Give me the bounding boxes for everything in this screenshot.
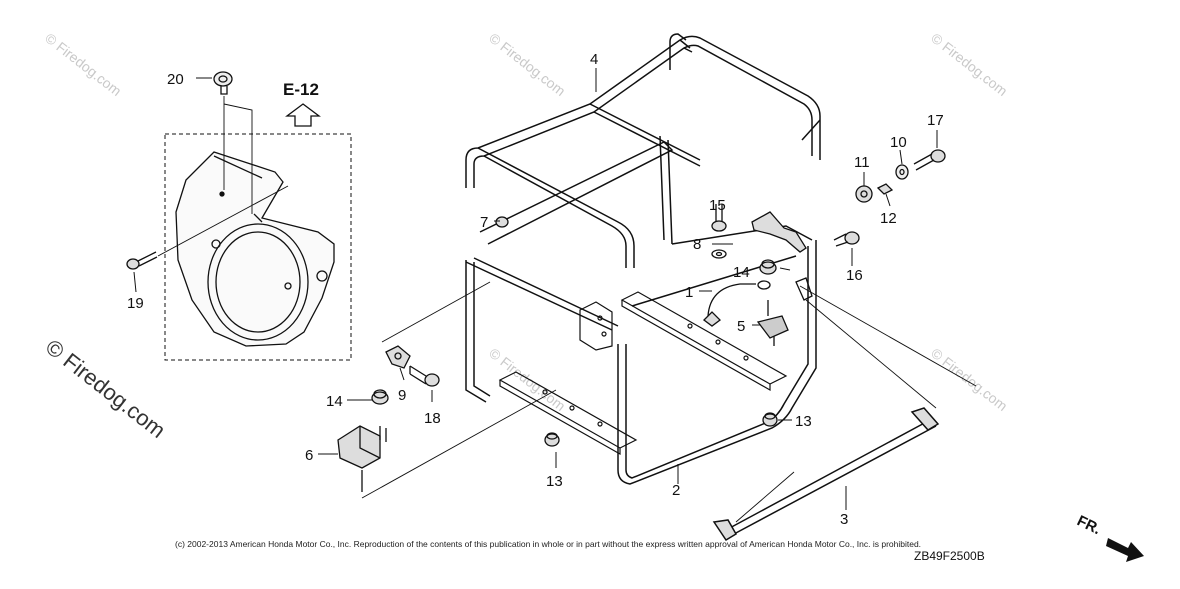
callout-7: 7 — [480, 214, 488, 231]
bolt-17 — [913, 149, 946, 171]
callout-16: 16 — [846, 267, 863, 284]
callout-2: 2 — [672, 482, 680, 499]
callout-17: 17 — [927, 112, 944, 129]
section-reference: E-12 — [283, 80, 321, 127]
fan-cover — [175, 151, 335, 347]
nut-13-right — [762, 412, 778, 427]
upper-frame — [465, 33, 821, 268]
front-direction-label: FR. — [1074, 512, 1103, 538]
figure-code: ZB49F2500B — [914, 549, 985, 563]
bolt-18 — [409, 365, 440, 387]
ground-cable — [703, 280, 771, 327]
nut-14-left — [371, 389, 389, 405]
callout-20: 20 — [167, 71, 184, 88]
frame-rails — [498, 291, 788, 456]
callout-19: 19 — [127, 295, 144, 312]
section-ref-label: E-12 — [283, 80, 319, 99]
watermark-large: © Firedog.com — [41, 334, 170, 443]
nut-14-right — [759, 259, 777, 275]
bolt-16 — [833, 231, 860, 247]
bolt-20 — [213, 71, 233, 95]
up-arrow-icon — [285, 103, 321, 127]
watermark-2: © Firedog.com — [486, 30, 568, 99]
washer-8 — [711, 249, 727, 259]
bolt-19 — [126, 251, 158, 270]
callout-10: 10 — [890, 134, 907, 151]
bolt-15 — [711, 204, 727, 232]
fan-cover-detail-box — [164, 133, 352, 361]
clip-9 — [385, 345, 411, 369]
callout-13-right: 13 — [795, 413, 812, 430]
watermark-3: © Firedog.com — [928, 30, 1010, 99]
rubber-mount-5 — [756, 300, 789, 346]
callout-15: 15 — [709, 197, 726, 214]
bracket — [751, 211, 813, 301]
nut-11 — [855, 185, 873, 203]
copyright-notice: (c) 2002-2013 American Honda Motor Co., … — [175, 539, 921, 549]
main-frame — [465, 135, 817, 485]
callout-11: 11 — [854, 154, 870, 171]
callout-14-right: 14 — [733, 264, 750, 281]
callout-4: 4 — [590, 51, 598, 68]
callout-6: 6 — [305, 447, 313, 464]
callout-5: 5 — [737, 318, 745, 335]
callout-1: 1 — [685, 284, 693, 301]
support-bar — [712, 407, 940, 542]
watermark-4: © Firedog.com — [486, 345, 568, 414]
rubber-mount-6 — [337, 425, 387, 492]
front-direction-indicator: FR. — [1074, 512, 1144, 562]
nut-13-left — [544, 432, 560, 447]
front-arrow-icon — [1106, 538, 1144, 562]
washer-10 — [895, 164, 909, 180]
callouts — [133, 68, 938, 510]
watermark-5: © Firedog.com — [928, 345, 1010, 414]
collar-7 — [495, 216, 509, 228]
callout-8: 8 — [693, 236, 701, 253]
projection-lines — [361, 281, 977, 523]
watermark-1: © Firedog.com — [42, 30, 124, 99]
callout-12: 12 — [880, 210, 897, 227]
callout-18: 18 — [424, 410, 441, 427]
callout-14-left: 14 — [326, 393, 343, 410]
collar-12 — [876, 183, 894, 195]
callout-3: 3 — [840, 511, 848, 528]
callout-13-left: 13 — [546, 473, 563, 490]
callout-9: 9 — [398, 387, 406, 404]
fan-cover-leader-lines — [157, 96, 289, 257]
